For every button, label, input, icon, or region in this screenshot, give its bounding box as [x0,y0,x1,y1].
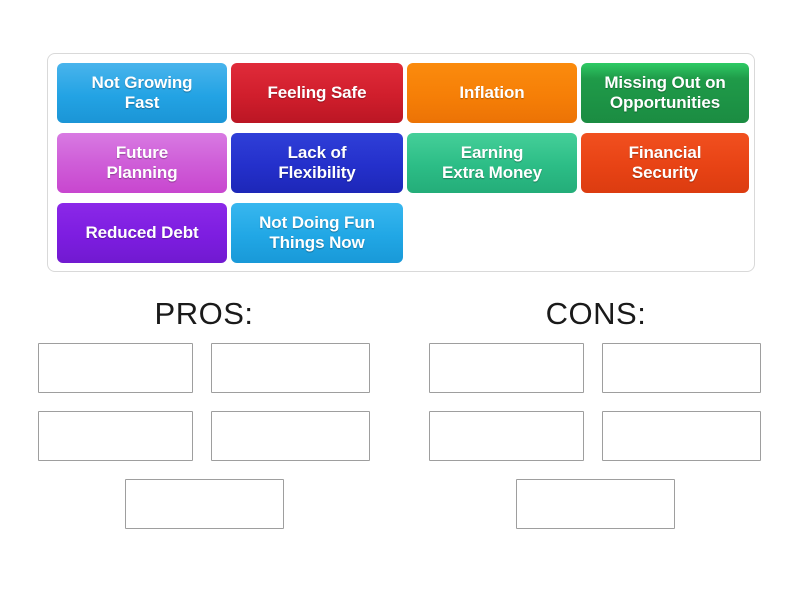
tile-row: Not Growing Fast Feeling Safe Inflation Mis… [57,63,754,132]
tile-row: Reduced Debt Not Doing Fun Things Now [57,203,754,272]
draggable-tile[interactable]: Financial Security [581,133,749,198]
draggable-tile[interactable]: Missing Out on Opportunities [581,63,749,128]
dropzone-cons-3[interactable] [429,411,584,461]
dropzone-pros-3[interactable] [38,411,193,461]
dropzone-pros-1[interactable] [38,343,193,393]
tile-label: Financial Security [628,143,702,182]
tile-label: Reduced Debt [85,223,199,242]
tile-row: Future Planning Lack of Flexibility Earnin… [57,133,754,202]
dropzone-cons-2[interactable] [602,343,761,393]
dropzone-pros-2[interactable] [211,343,370,393]
draggable-tile[interactable]: Lack of Flexibility [231,133,403,198]
cons-heading: CONS: [545,296,647,331]
tile-label: Lack of Flexibility [278,143,356,182]
tile-label: Inflation [459,83,525,102]
draggable-tile[interactable]: Not Doing Fun Things Now [231,203,403,268]
tile-label: Future Planning [106,143,178,182]
draggable-tile[interactable]: Reduced Debt [57,203,227,268]
pros-heading: PROS: [154,296,254,331]
dropzone-cons-5[interactable] [516,479,675,529]
draggable-tile[interactable]: Inflation [407,63,577,128]
tile-bank: Not Growing Fast Feeling Safe Inflation Mis… [47,53,755,272]
dropzone-cons-4[interactable] [602,411,761,461]
draggable-tile[interactable]: Feeling Safe [231,63,403,128]
draggable-tile[interactable]: Not Growing Fast [57,63,227,128]
tile-label: Not Doing Fun Things Now [259,213,375,252]
dropzone-pros-4[interactable] [211,411,370,461]
tile-label: Earning Extra Money [442,143,542,182]
dropzone-pros-5[interactable] [125,479,284,529]
tile-label: Not Growing Fast [91,73,193,112]
draggable-tile[interactable]: Earning Extra Money [407,133,577,198]
tile-label: Missing Out on Opportunities [604,73,726,112]
draggable-tile[interactable]: Future Planning [57,133,227,198]
tile-label: Feeling Safe [267,83,367,102]
dropzone-cons-1[interactable] [429,343,584,393]
